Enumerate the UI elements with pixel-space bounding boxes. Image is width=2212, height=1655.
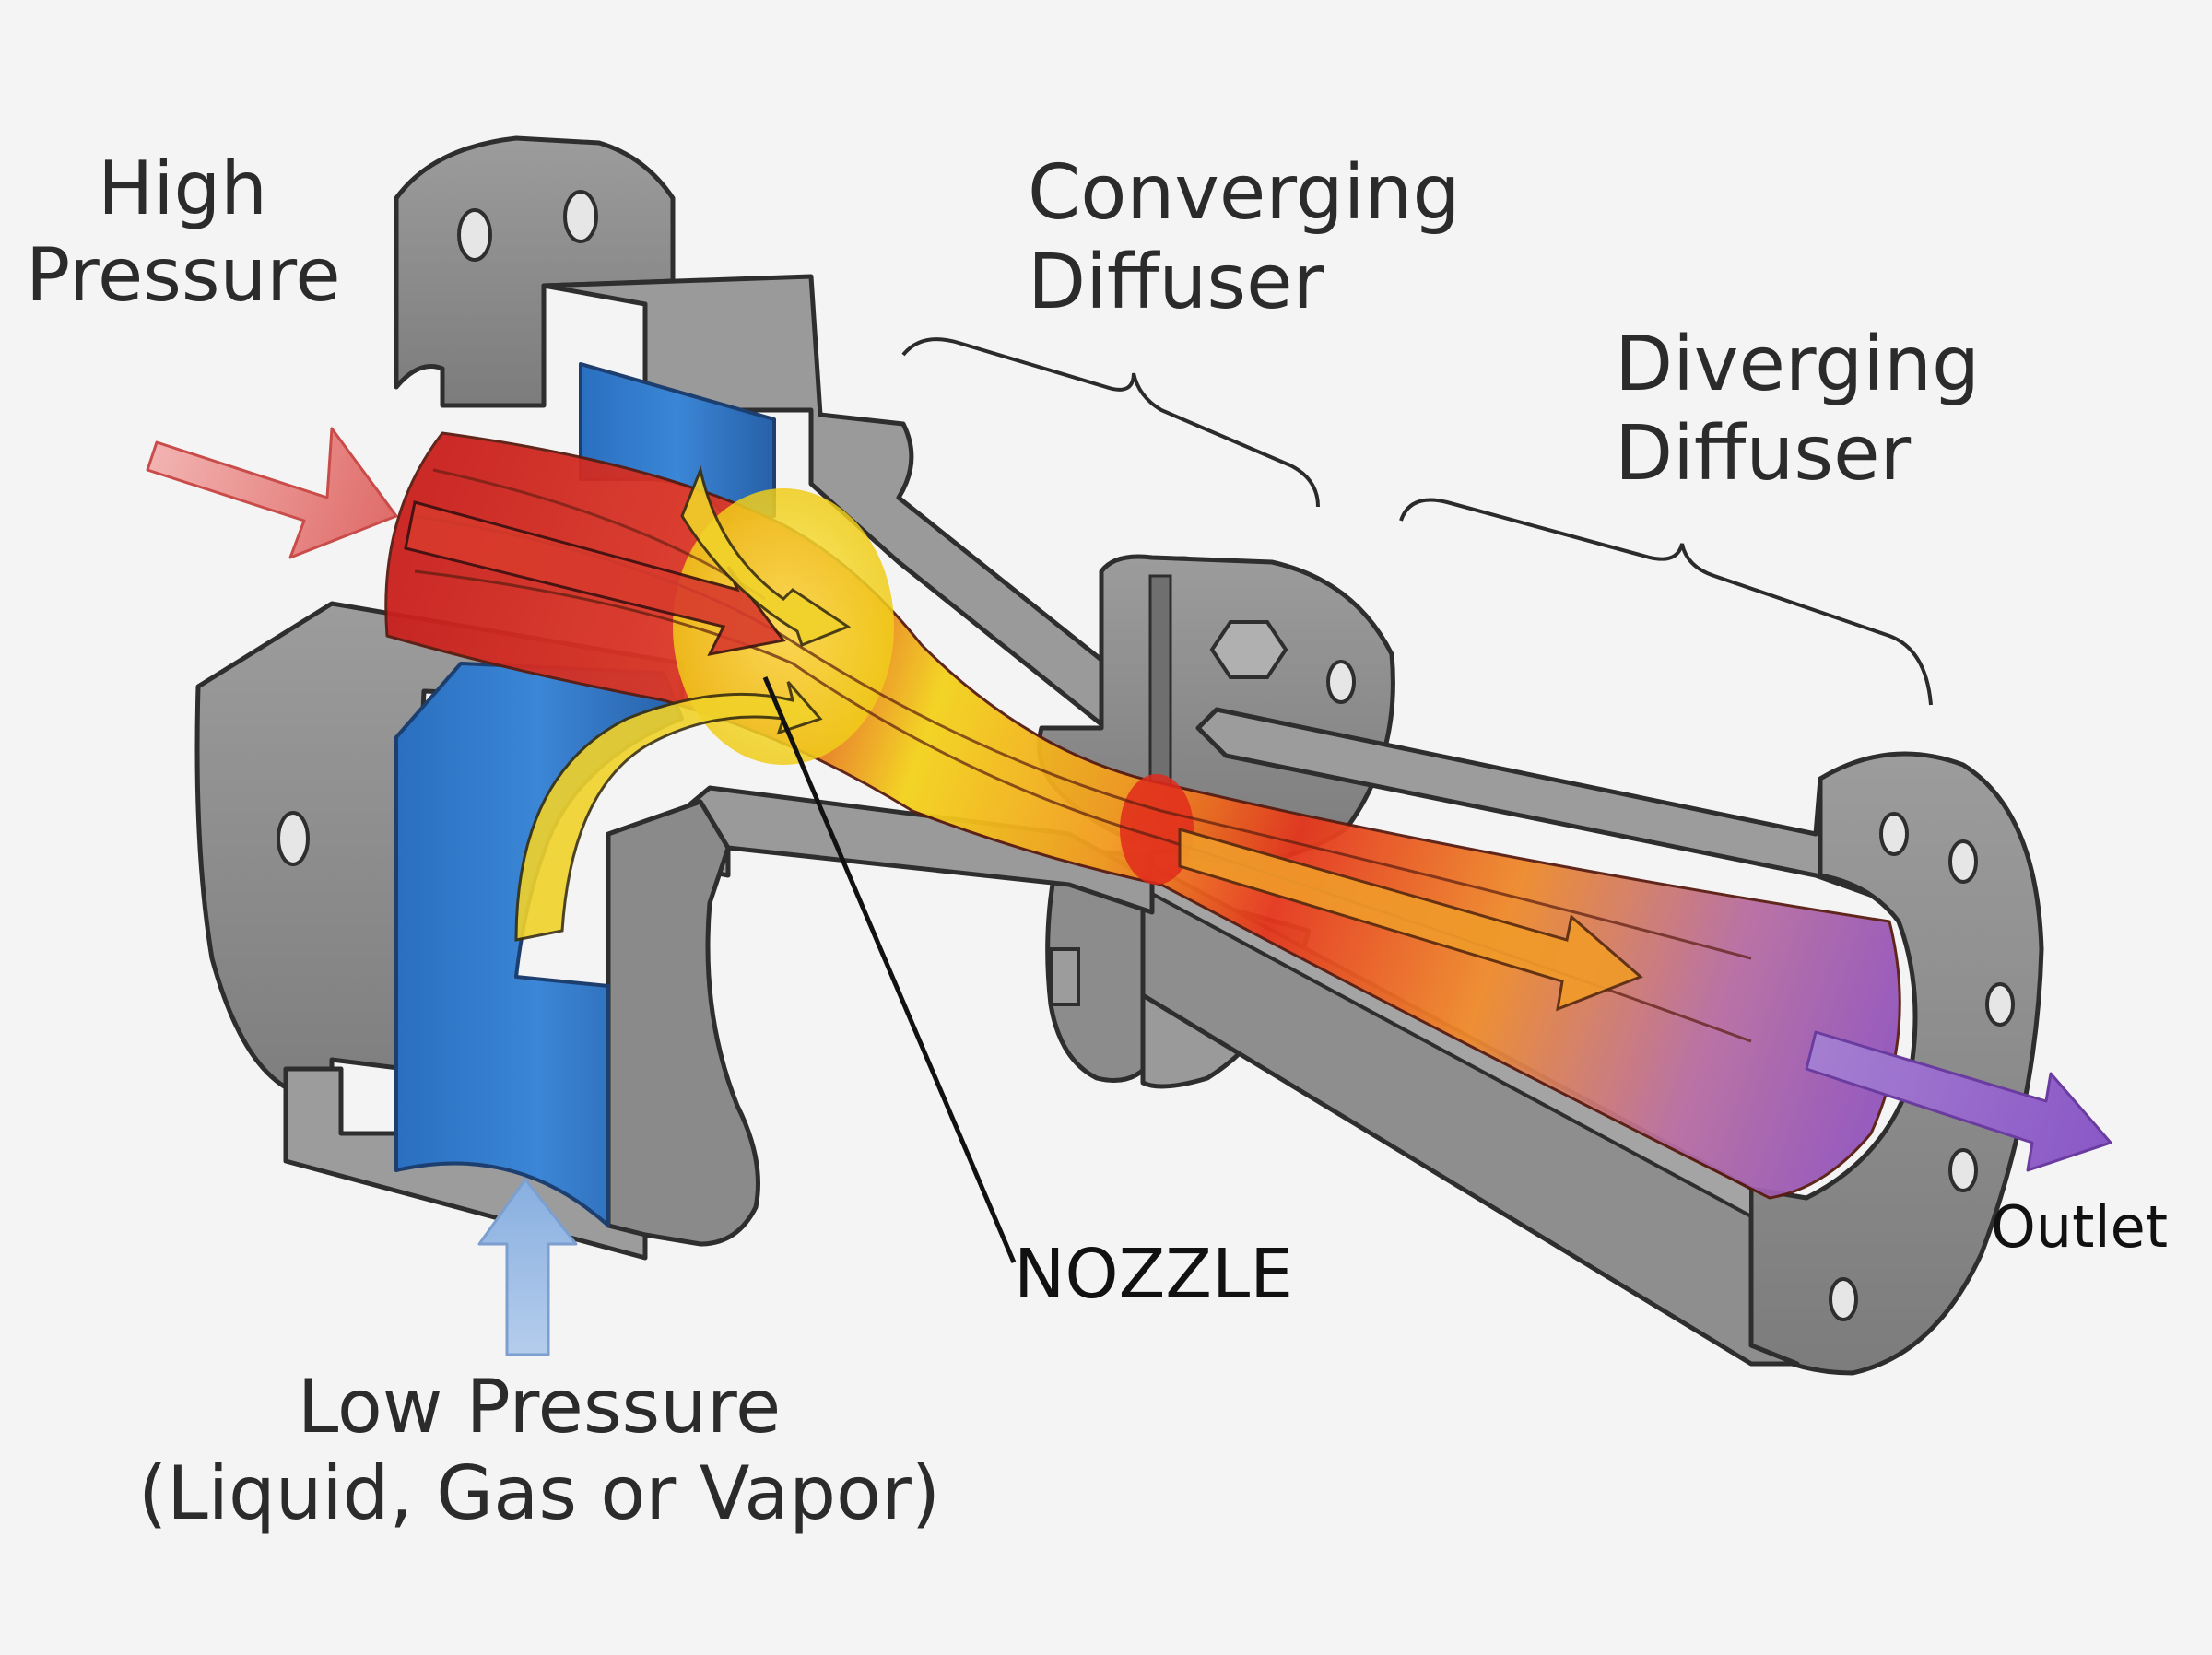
flange-bolt-hole [1879, 812, 1909, 856]
nozzle-label-text: NOZZLE [1014, 1235, 1293, 1314]
hex-bolt-upper [1209, 620, 1288, 679]
flow-arrow-diffuser [1178, 828, 1643, 1012]
low-pressure-inlet-arrow [477, 1178, 578, 1356]
high-pressure-label-line1: High [98, 146, 267, 231]
nozzle-leader-line [762, 676, 1017, 1263]
converging-diffuser-label: Converging Diffuser [1028, 149, 1461, 328]
converging-diffuser-brace [901, 337, 1320, 508]
diverging-diffuser-brace [1399, 498, 1933, 706]
high-pressure-label-line2: Pressure [26, 232, 341, 319]
flange-bolt-hole [1985, 982, 2015, 1027]
converging-diffuser-label-line1: Converging [1028, 149, 1461, 237]
diverging-diffuser-label-line1: Diverging [1615, 321, 1981, 408]
nozzle-label: NOZZLE [1014, 1235, 1293, 1315]
flow-arrow-internal [404, 500, 786, 657]
low-pressure-label-line1: Low Pressure [297, 1364, 782, 1450]
low-pressure-label-line2: (Liquid, Gas or Vapor) [137, 1450, 941, 1537]
flange-bolt-hole [563, 190, 598, 243]
throat-glow [1120, 774, 1194, 885]
suction-inlet-right-wall [606, 799, 760, 1247]
coupling-nut [1049, 947, 1080, 1006]
suction-swirl-arrow [514, 681, 823, 942]
outlet-flange [1748, 751, 2044, 1376]
suction-swirl-arrow [680, 464, 852, 647]
flange-bolt-hole [1948, 839, 1978, 884]
low-pressure-label: Low Pressure (Liquid, Gas or Vapor) [134, 1364, 945, 1538]
outlet-label: Outlet [1991, 1193, 2168, 1261]
converging-diffuser-label-line2: Diffuser [1028, 238, 1324, 326]
diverging-diffuser-label-line2: Diffuser [1615, 409, 1912, 498]
flange-bolt-hole [1326, 660, 1356, 704]
outlet-label-text: Outlet [1991, 1193, 2169, 1261]
outlet-arrow [1805, 1030, 2112, 1172]
upper-inlet-flange [394, 135, 676, 408]
high-pressure-label: High Pressure [26, 146, 341, 320]
flange-bolt-hole [1829, 1277, 1858, 1321]
flange-bolt-hole [1948, 1148, 1978, 1192]
high-pressure-inlet-arrow [146, 427, 398, 559]
flange-bolt-hole [276, 811, 310, 866]
flange-bolt-hole [457, 208, 492, 262]
diverging-diffuser-label: Diverging Diffuser [1615, 321, 1980, 499]
fluid-flows [384, 362, 1901, 1227]
